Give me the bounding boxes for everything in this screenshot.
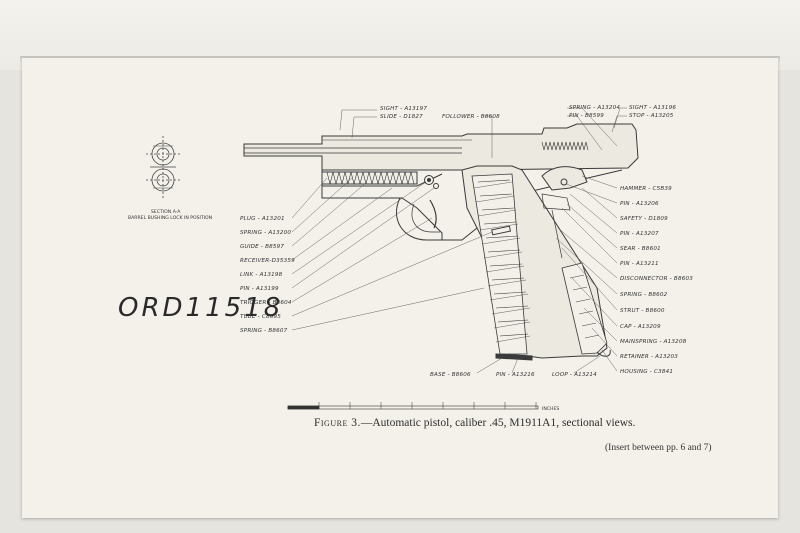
- callout-label: FOLLOWER - B8608: [442, 114, 500, 120]
- callout-label: CAP - A13209: [620, 324, 661, 330]
- section-subtitle: BARREL BUSHING LOCK IN POSITION: [128, 215, 212, 221]
- callout-label: SPRING - A13204: [569, 105, 620, 111]
- leader-lines: [291, 107, 627, 374]
- pistol-sectional-drawing: SECTION A-A BARREL BUSHING LOCK IN POSIT…: [118, 105, 693, 412]
- scale-label: INCHES: [542, 406, 559, 412]
- callout-label: MAINSPRING - A13208: [620, 339, 687, 345]
- callout-label: SLIDE - D1827: [380, 114, 423, 120]
- callout-label: TUBE - C8695: [240, 314, 281, 320]
- section-title: SECTION A-A: [151, 209, 181, 215]
- callout-label: RECEIVER-D35359: [240, 258, 295, 264]
- callout-label: PIN - A13211: [620, 261, 659, 267]
- callout-label: LINK - A13198: [240, 272, 283, 278]
- callout-label: SIGHT - A13196: [629, 105, 676, 111]
- callout-label: PIN - A13199: [240, 286, 279, 292]
- callouts-top: SIGHT - A13197 SLIDE - D1827 FOLLOWER - …: [380, 105, 676, 120]
- caption-prefix: Figure 3.: [314, 417, 361, 429]
- callout-label: SAFETY - D1809: [620, 216, 668, 222]
- caption-text: —Automatic pistol, caliber .45, M1911A1,…: [360, 417, 636, 429]
- callout-label: PLUG - A13201: [240, 216, 285, 222]
- book-page: SECTION A-A BARREL BUSHING LOCK IN POSIT…: [22, 58, 778, 518]
- callout-label: GUIDE - B8597: [240, 244, 284, 250]
- callout-label: SPRING - B8607: [240, 328, 288, 334]
- callout-label: PIN - B8599: [569, 113, 604, 119]
- callout-label: STOP - A13205: [629, 113, 674, 119]
- callout-label: SEAR - B8601: [620, 246, 661, 252]
- insert-note: (Insert between pp. 6 and 7): [605, 443, 712, 453]
- callout-label: RETAINER - A13203: [620, 354, 678, 360]
- section-aa-inset: [146, 136, 180, 198]
- callout-label: BASE - B8606: [430, 372, 471, 378]
- callout-label: PIN - A13206: [620, 201, 659, 207]
- callouts-right: HAMMER - C5B39 PIN - A13206 SAFETY - D18…: [620, 186, 693, 375]
- callout-label: LOOP - A13214: [552, 372, 597, 378]
- callouts-bottom: BASE - B8606 PIN - A13216 LOOP - A13214: [430, 372, 597, 378]
- callout-label: PIN - A13216: [496, 372, 535, 378]
- scale-bar: [287, 402, 539, 410]
- callout-label: STRUT - B8600: [620, 308, 665, 314]
- pistol-outline: [243, 123, 639, 361]
- drawing-number: ORD11518: [118, 293, 283, 323]
- figure-caption: Figure 3.—Automatic pistol, caliber .45,…: [314, 417, 734, 429]
- callouts-left: PLUG - A13201 SPRING - A13200 GUIDE - B8…: [240, 216, 295, 334]
- callout-label: TRIGGER - B8604: [240, 300, 292, 306]
- callout-label: DISCONNECTOR - B8603: [620, 276, 693, 282]
- callout-label: HOUSING - C3841: [620, 369, 673, 375]
- callout-label: HAMMER - C5B39: [620, 186, 672, 192]
- callout-label: SPRING - A13200: [240, 230, 291, 236]
- callout-label: SIGHT - A13197: [380, 106, 427, 112]
- callout-label: PIN - A13207: [620, 231, 659, 237]
- callout-label: SPRING - B8602: [620, 292, 668, 298]
